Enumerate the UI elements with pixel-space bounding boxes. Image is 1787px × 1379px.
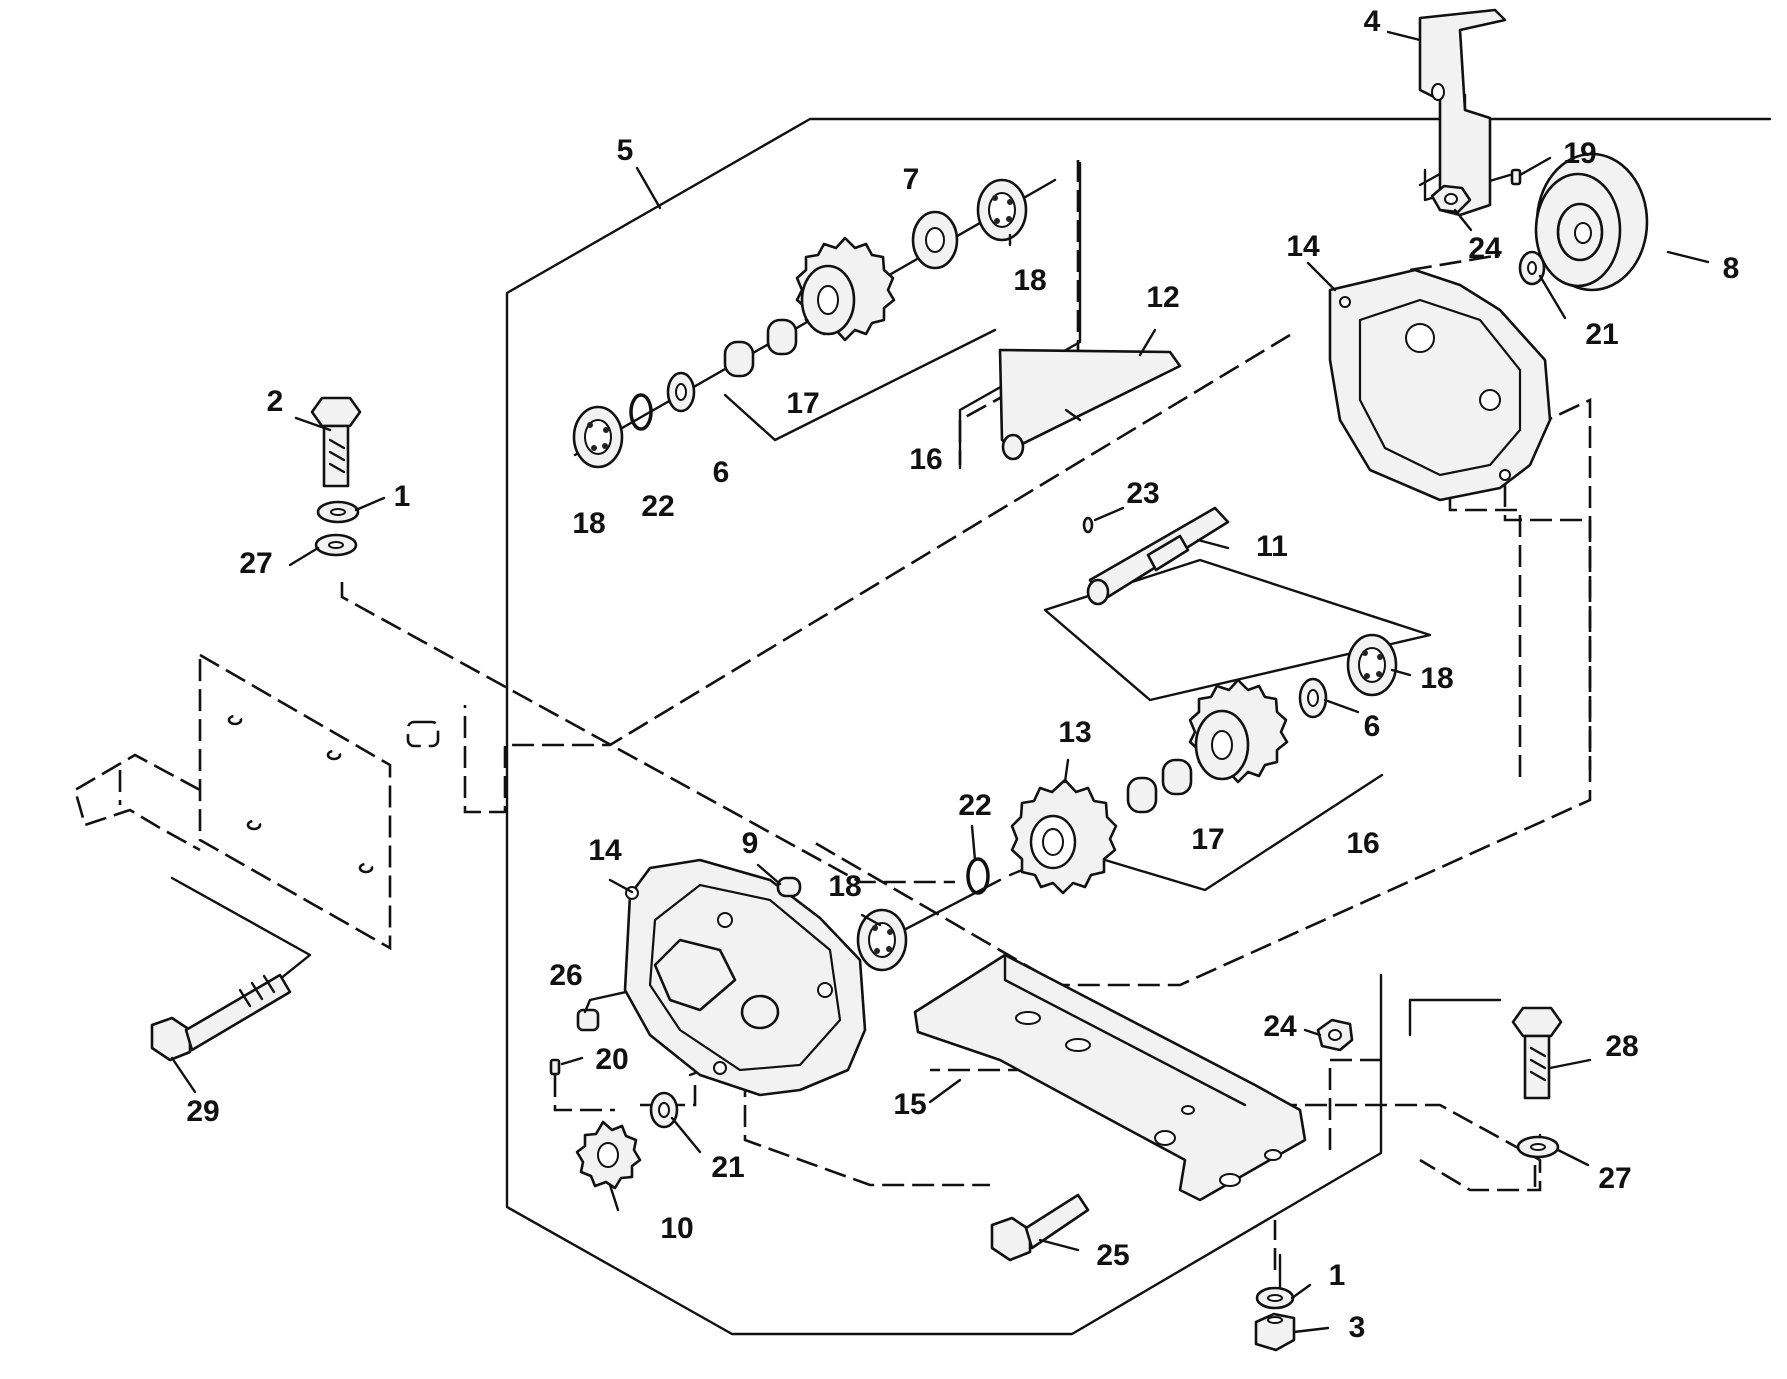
mounting-plate-phantom [73,652,440,951]
washer-1-upper-icon [316,500,360,524]
pinion-7-icon [911,210,959,270]
snap-ring-22-lower-icon [966,857,990,895]
callout-6-upper: 6 [713,456,730,489]
washer-27-upper-icon [314,533,358,557]
callout-16-upper: 16 [909,443,942,476]
callout-22-upper: 22 [641,490,674,523]
washer-6-upper-icon [666,371,696,413]
callout-14-lower: 14 [588,834,622,867]
key-23-icon [1082,516,1094,534]
callout-22-lower: 22 [958,789,991,822]
shaft-12-icon [998,348,1182,461]
callout-27-lower: 27 [1598,1162,1631,1195]
callout-24-upper: 24 [1468,232,1502,265]
callout-27-upper: 27 [239,547,272,580]
callout-18-lower-left: 18 [828,870,861,903]
bearing-18-lower-left-icon [856,908,908,972]
callout-20: 20 [595,1043,628,1076]
bushing-17-lower-icon [1126,758,1193,814]
callout-18-lower-right: 18 [1420,662,1453,695]
washer-1-lower-icon [1255,1286,1295,1310]
bearing-18-upper-right-icon [976,178,1028,242]
nut-24-lower-icon [1316,1018,1354,1052]
callout-21-lower: 21 [711,1151,744,1184]
callout-1-lower: 1 [1329,1259,1346,1292]
shaft-11-icon [1086,506,1230,606]
bolt-25-icon [990,1193,1090,1262]
callout-14-upper: 14 [1286,230,1320,263]
callout-19: 19 [1563,137,1596,170]
washer-21-upper-icon [1518,250,1546,286]
pulley-8-icon [1534,152,1649,292]
nut-3-icon [1254,1312,1296,1352]
plug-26-icon [576,1008,600,1032]
callout-28: 28 [1605,1030,1638,1063]
callout-12: 12 [1146,281,1179,314]
assembly-outline [505,117,1772,1336]
gear-16-lower-icon [1188,678,1289,784]
key-19-icon [1510,168,1522,186]
bolt-28-icon [1511,1006,1563,1100]
washer-27-lower-icon [1516,1135,1560,1159]
sprocket-10-icon [575,1120,642,1190]
callout-11: 11 [1256,530,1288,563]
callout-29: 29 [186,1095,219,1128]
callout-24-lower: 24 [1263,1010,1297,1043]
bushing-17-upper-icon [723,318,798,378]
callout-10: 10 [660,1212,693,1245]
callout-18-upper-right: 18 [1013,264,1046,297]
gear-13-icon [1010,778,1118,895]
callout-9: 9 [742,827,759,860]
callout-4: 4 [1364,5,1381,38]
nut-24-upper-icon [1430,184,1472,214]
callout-15: 15 [893,1088,926,1121]
bracket-4-icon [1418,8,1507,217]
housing-14-upper-icon [1328,268,1552,502]
callout-21-upper: 21 [1585,318,1618,351]
bracket-15-icon [913,953,1307,1202]
bearing-18-lower-right-icon [1346,633,1398,697]
key-20-icon [549,1058,561,1076]
callout-7: 7 [903,163,920,196]
dowel-9-icon [776,876,802,898]
callout-5: 5 [617,134,634,167]
callout-25: 25 [1096,1239,1129,1272]
callout-26: 26 [549,959,582,992]
callout-17-upper: 17 [786,387,819,420]
callout-13: 13 [1058,716,1091,749]
snap-ring-22-upper-icon [629,393,653,431]
bolt-29-icon [150,973,292,1062]
callout-23: 23 [1126,477,1159,510]
callout-17-lower: 17 [1191,823,1224,856]
callout-labels: 2 1 27 29 5 7 18 17 16 6 22 18 12 4 14 2… [186,5,1739,1344]
callout-18-upper-left: 18 [572,507,605,540]
callout-6-lower: 6 [1364,710,1381,743]
washer-6-lower-icon [1298,677,1328,719]
callout-1-upper: 1 [394,480,411,513]
leader-lines [170,30,1710,1334]
gear-16-upper-icon [795,236,896,342]
bearing-18-upper-left-icon [572,405,624,469]
callout-8: 8 [1723,252,1740,285]
bolt-2-icon [310,396,362,488]
callout-2: 2 [267,385,284,418]
callout-16-lower: 16 [1346,827,1379,860]
callout-3: 3 [1349,1311,1366,1344]
washer-21-lower-icon [649,1091,679,1129]
